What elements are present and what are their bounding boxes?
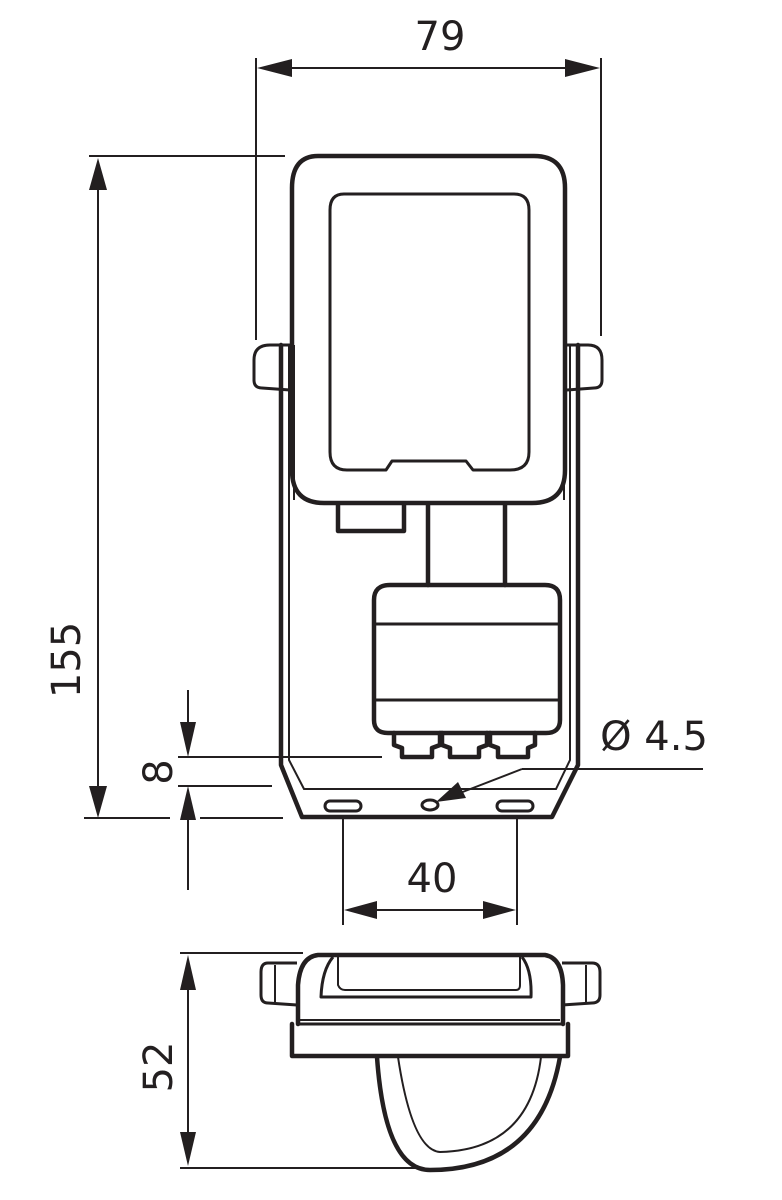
height-dimension: 155 (44, 155, 285, 819)
bracket-offset-dimension: 8 (136, 690, 382, 890)
width-label: 79 (415, 14, 466, 60)
cable-glands (391, 730, 538, 760)
bracket-offset-label: 8 (136, 759, 182, 784)
bottom-view (259, 952, 602, 1173)
front-view (252, 153, 604, 820)
depth-label: 52 (136, 1042, 182, 1093)
hole-diameter-label: Ø 4.5 (600, 714, 708, 760)
hole-spacing-dimension: 40 (342, 815, 518, 925)
width-dimension: 79 (255, 14, 602, 340)
height-label: 155 (44, 622, 90, 698)
hole-spacing-label: 40 (407, 856, 458, 902)
hole-diameter-callout: Ø 4.5 (436, 714, 708, 802)
depth-dimension: 52 (136, 952, 422, 1169)
